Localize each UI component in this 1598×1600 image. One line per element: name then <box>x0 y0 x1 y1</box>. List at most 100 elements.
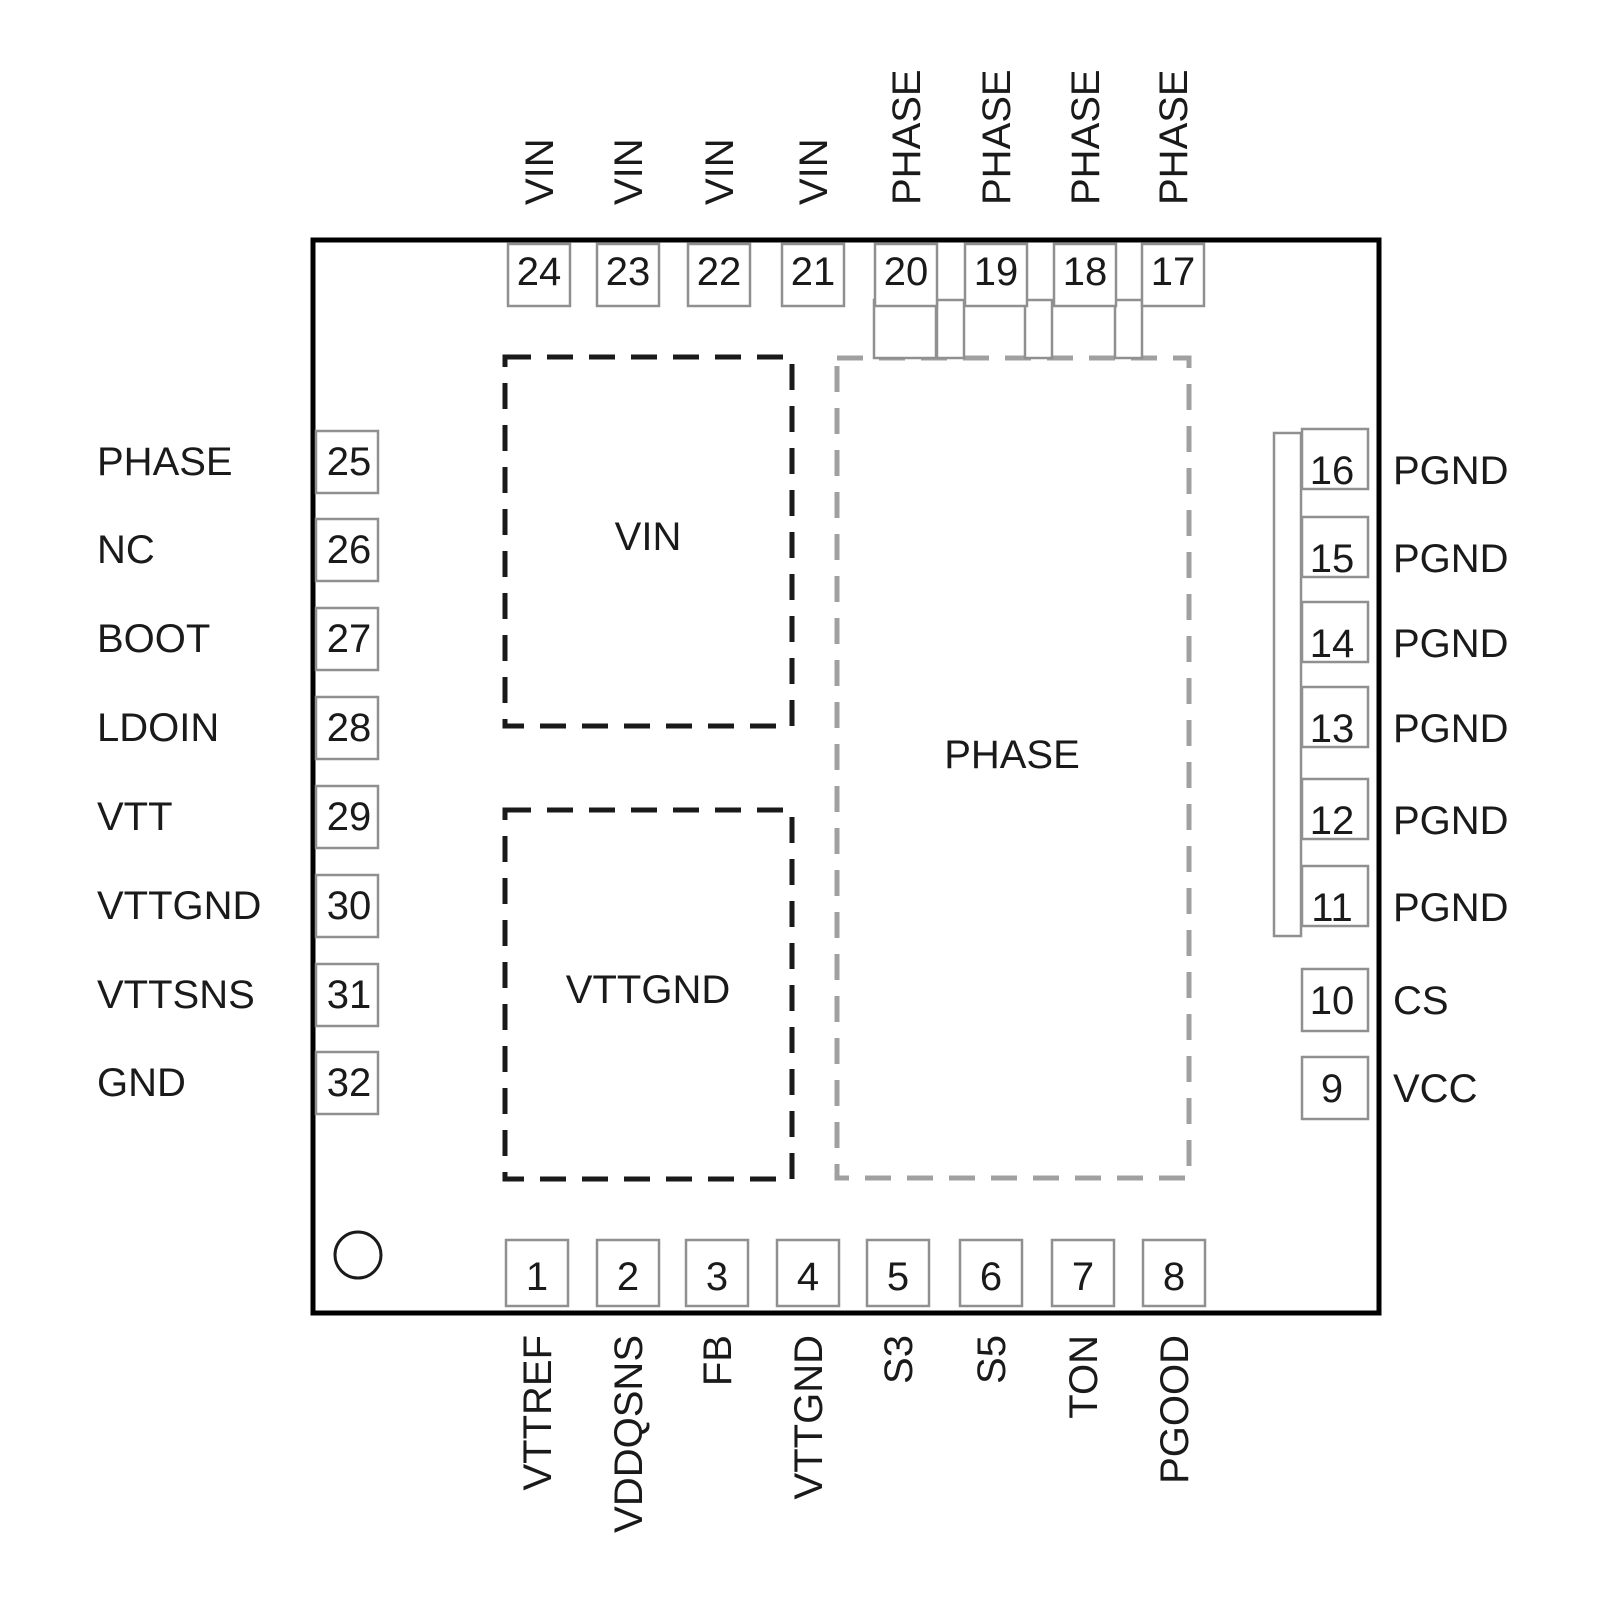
pin-number-14: 14 <box>1310 622 1355 666</box>
pin-number-19: 19 <box>974 250 1019 294</box>
pin1-indicator-icon <box>333 1230 383 1280</box>
pin-name-10: CS <box>1393 979 1449 1023</box>
pin-box-23 <box>595 242 661 308</box>
pin-box-24 <box>506 242 572 308</box>
pin-name-3: FB <box>696 1335 740 1386</box>
pin-28: 28 LDOIN <box>97 695 380 761</box>
pin-29: 29 VTT <box>97 784 380 850</box>
pin-21: 21 VIN <box>780 138 846 308</box>
pin-number-7: 7 <box>1072 1255 1094 1299</box>
pin-box-16 <box>1300 427 1370 491</box>
pin-number-24: 24 <box>517 250 562 294</box>
pin-number-18: 18 <box>1063 250 1108 294</box>
phase-pin-connectors <box>872 298 1144 360</box>
pin-name-6: S5 <box>970 1335 1014 1384</box>
pin-box-6 <box>958 1238 1024 1308</box>
pin-number-25: 25 <box>327 440 372 484</box>
pin-number-3: 3 <box>706 1255 728 1299</box>
pin-number-4: 4 <box>797 1255 819 1299</box>
pin-box-15 <box>1300 515 1370 579</box>
phase-exposed-pad <box>834 355 1192 1181</box>
pin-name-2: VDDQSNS <box>607 1335 651 1533</box>
vin-exposed-pad <box>502 354 795 729</box>
pin-number-29: 29 <box>327 795 372 839</box>
pin-19: 19 PHASE <box>963 69 1029 308</box>
pgnd-pin-bar <box>1272 431 1303 938</box>
phase-connector-18 <box>1023 298 1054 360</box>
phase-pad-label: PHASE <box>944 733 1080 777</box>
pin-box-22 <box>686 242 752 308</box>
pin-name-18: PHASE <box>1064 69 1108 205</box>
pin-name-28: LDOIN <box>97 706 219 750</box>
pin-box-3 <box>684 1238 750 1308</box>
vin-pad-label: VIN <box>615 515 682 559</box>
pin-box-31 <box>314 962 380 1028</box>
pin-name-29: VTT <box>97 795 173 839</box>
pin-number-31: 31 <box>327 973 372 1017</box>
pin-25: 25 PHASE <box>97 429 380 495</box>
pin-name-21: VIN <box>792 138 836 205</box>
pin-box-5 <box>865 1238 931 1308</box>
pin-14: 14 PGND <box>1300 600 1509 666</box>
pin-number-5: 5 <box>887 1255 909 1299</box>
pin-number-27: 27 <box>327 617 372 661</box>
pin-name-12: PGND <box>1393 799 1509 843</box>
pin-box-21 <box>780 242 846 308</box>
pin-number-1: 1 <box>526 1255 548 1299</box>
pin-number-32: 32 <box>327 1061 372 1105</box>
pin-name-5: S3 <box>877 1335 921 1384</box>
pin-name-25: PHASE <box>97 440 233 484</box>
pin-number-11: 11 <box>1311 886 1353 930</box>
pin-box-13 <box>1300 685 1370 749</box>
pin-box-30 <box>314 873 380 939</box>
pin-number-21: 21 <box>791 250 836 294</box>
phase-connector-17 <box>1113 298 1144 360</box>
pin-6: 6S5 <box>958 1238 1024 1384</box>
pin-box-10 <box>1300 967 1370 1033</box>
pin-name-19: PHASE <box>975 69 1019 205</box>
pin-box-20 <box>873 242 939 308</box>
vttgnd-exposed-pad <box>502 807 795 1182</box>
pin-name-14: PGND <box>1393 622 1509 666</box>
pin-box-4 <box>775 1238 841 1308</box>
pin-box-7 <box>1050 1238 1116 1308</box>
pin-name-31: VTTSNS <box>97 973 255 1017</box>
pin-box-12 <box>1300 777 1370 841</box>
phase-connector-20 <box>872 298 938 360</box>
pin-box-32 <box>314 1050 380 1116</box>
pin-number-28: 28 <box>327 706 372 750</box>
pin-name-30: VTTGND <box>97 884 261 928</box>
pin-5: 5S3 <box>865 1238 931 1384</box>
pin-number-2: 2 <box>617 1255 639 1299</box>
pin-number-26: 26 <box>327 528 372 572</box>
pin-box-28 <box>314 695 380 761</box>
pin-box-2 <box>595 1238 661 1308</box>
pin-name-17: PHASE <box>1152 69 1196 205</box>
pin-box-17 <box>1140 242 1206 308</box>
pin-number-15: 15 <box>1310 537 1355 581</box>
pin-name-9: VCC <box>1393 1067 1477 1111</box>
pin-number-8: 8 <box>1163 1255 1185 1299</box>
pin-box-1 <box>504 1238 570 1308</box>
pin-name-22: VIN <box>698 138 742 205</box>
pin-name-8: PGOOD <box>1153 1335 1197 1484</box>
pin-name-1: VTTREF <box>516 1335 560 1491</box>
pin-box-25 <box>314 429 380 495</box>
pin-name-20: PHASE <box>885 69 929 205</box>
